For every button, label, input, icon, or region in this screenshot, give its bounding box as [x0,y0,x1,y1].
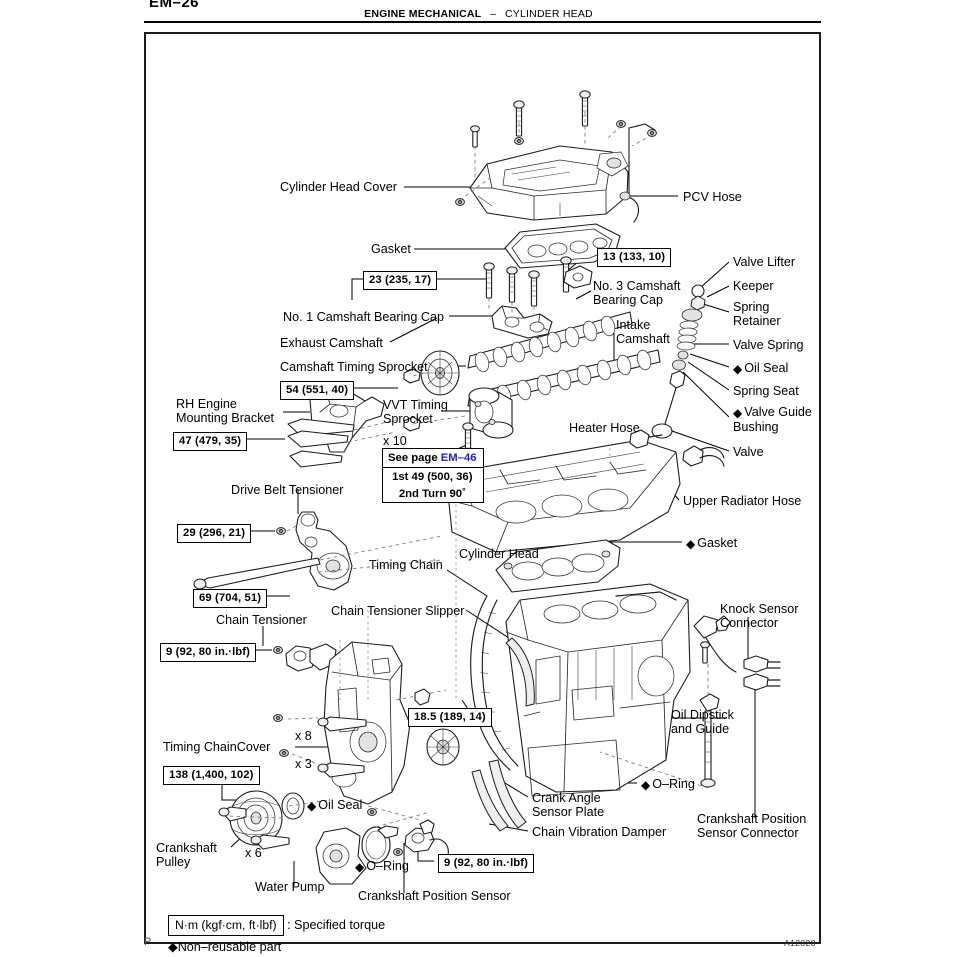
callout-oil-dipstick-and-guide: Oil Dipstick and Guide [671,708,734,737]
callout-crankshaft-pulley: Crankshaft Pulley [156,841,217,870]
torque-13: 13 (133, 10) [597,248,672,267]
legend-torque-row: N·m (kgf·cm, ft·lbf) : Specified torque [168,915,385,936]
callout-timing-chain: Timing Chain [369,558,443,572]
torque-29: 29 (296, 21) [177,524,252,543]
degree-symbol: ° [462,486,466,496]
callout-x8-qty: x 8 [295,729,312,743]
diamond-icon: ◆ [355,860,365,874]
torque-18-5: 18.5 (189, 14) [408,708,492,727]
callout-cylinder-head-cover: Cylinder Head Cover [280,180,397,194]
legend-nonreusable-row: ◆Non–reusable part [168,939,385,956]
header-separator: – [490,8,497,20]
callout-intake-camshaft: Intake Camshaft [616,318,670,347]
callout-keeper: Keeper [733,279,774,293]
torque-54: 54 (551, 40) [280,381,355,400]
callout-spring-retainer: Spring Retainer [733,300,781,329]
callout-crankshaft-position-sensor: Crankshaft Position Sensor [358,889,511,903]
callout-chain-tensioner-slipper: Chain Tensioner Slipper [331,604,465,618]
callout-text: Valve Guide Bushing [733,405,812,435]
see-page-torque-box[interactable]: See page EM–46 1st 49 (500, 36) 2nd Turn… [382,448,484,503]
torque-9-bottom: 9 (92, 80 in.·lbf) [438,854,535,873]
legend-nonreusable-label: Non–reusable part [177,940,282,954]
callout-vvt-timing-sprocket: VVT Timing Sprocket [383,398,448,427]
callout-crank-angle-sensor-plate: Crank Angle Sensor Plate [532,791,605,820]
callout-x10-qty: x 10 [383,434,407,448]
legend-torque-meaning: : Specified torque [287,918,386,932]
torque-69: 69 (704, 51) [193,589,268,608]
running-header: ENGINE MECHANICAL – CYLINDER HEAD [0,8,957,20]
callout-crankshaft-position-sensor-connector: Crankshaft Position Sensor Connector [697,812,807,841]
callout-text: Oil Seal [744,361,789,375]
callout-exhaust-camshaft: Exhaust Camshaft [280,336,383,350]
callout-heater-hose: Heater Hose [569,421,640,435]
torque-9-left: 9 (92, 80 in.·lbf) [160,643,257,662]
callout-chain-tensioner: Chain Tensioner [216,613,307,627]
callout-text: O–Ring [652,777,695,791]
callout-spring-seat: Spring Seat [733,384,799,398]
callout-no3-camshaft-bearing-cap: No. 3 Camshaft Bearing Cap [593,279,681,308]
callout-oil-seal-crank: ◆Oil Seal [307,798,362,813]
figure-code: A12828 [784,938,816,948]
callout-valve-lifter: Valve Lifter [733,255,796,269]
torque-first-pass: 1st 49 (500, 36) [392,471,473,483]
callout-timing-chain-cover: Timing ChainCover [163,740,271,754]
callout-valve: Valve [733,445,764,459]
callout-text: Oil Seal [318,798,363,812]
see-page-row[interactable]: See page EM–46 [383,449,483,468]
callout-o-ring-dipstick: ◆O–Ring [641,777,695,792]
torque-sequence: 1st 49 (500, 36) 2nd Turn 90° [383,468,483,502]
see-page-label: See page [388,452,438,464]
callout-o-ring-waterpump: ◆O–Ring [355,859,409,874]
diamond-icon: ◆ [168,940,178,954]
figure-legend: N·m (kgf·cm, ft·lbf) : Specified torque … [168,915,385,956]
torque-second-pass-row: 2nd Turn 90° [388,484,477,501]
torque-23: 23 (235, 17) [363,271,438,290]
callout-knock-sensor-connector: Knock Sensor Connector [720,602,799,631]
diamond-icon: ◆ [733,362,743,376]
callout-x3-qty: x 3 [295,757,312,771]
callout-water-pump: Water Pump [255,880,325,894]
callout-rh-engine-mounting-bracket: RH Engine Mounting Bracket [176,397,275,426]
callout-valve-spring: Valve Spring [733,338,804,352]
header-section: ENGINE MECHANICAL [364,8,482,20]
diamond-icon: ◆ [307,799,317,813]
diamond-icon: ◆ [641,778,651,792]
torque-47: 47 (479, 35) [173,432,248,451]
callout-valve-guide-bushing: ◆Valve Guide Bushing [733,405,812,435]
callout-chain-vibration-damper: Chain Vibration Damper [532,825,667,839]
callout-no1-camshaft-bearing-cap: No. 1 Camshaft Bearing Cap [283,310,445,324]
callout-text: Gasket [697,536,738,550]
callout-drive-belt-tensioner: Drive Belt Tensioner [231,483,344,497]
legend-torque-unit-box: N·m (kgf·cm, ft·lbf) [168,915,284,936]
callout-oil-seal-valve: ◆Oil Seal [733,361,788,376]
callout-text: O–Ring [366,859,409,873]
callout-upper-radiator-hose: Upper Radiator Hose [683,494,802,508]
callout-gasket-head: ◆Gasket [686,536,737,551]
see-page-link[interactable]: EM–46 [440,452,477,464]
torque-second-pass: 2nd Turn 90 [398,488,463,500]
corner-mark: P [144,936,152,948]
callout-camshaft-timing-sprocket: Camshaft Timing Sprocket [280,360,428,374]
callout-x6-qty: x 6 [245,846,262,860]
callout-cylinder-head: Cylinder Head [459,547,539,561]
diamond-icon: ◆ [686,537,696,551]
page-number: EM–26 [149,0,200,11]
callout-pcv-hose: PCV Hose [683,190,742,204]
header-subsection: CYLINDER HEAD [505,8,593,20]
callout-gasket-top: Gasket [371,242,411,256]
torque-138: 138 (1,400, 102) [163,766,260,785]
header-rule [144,21,821,23]
diamond-icon: ◆ [733,406,743,420]
